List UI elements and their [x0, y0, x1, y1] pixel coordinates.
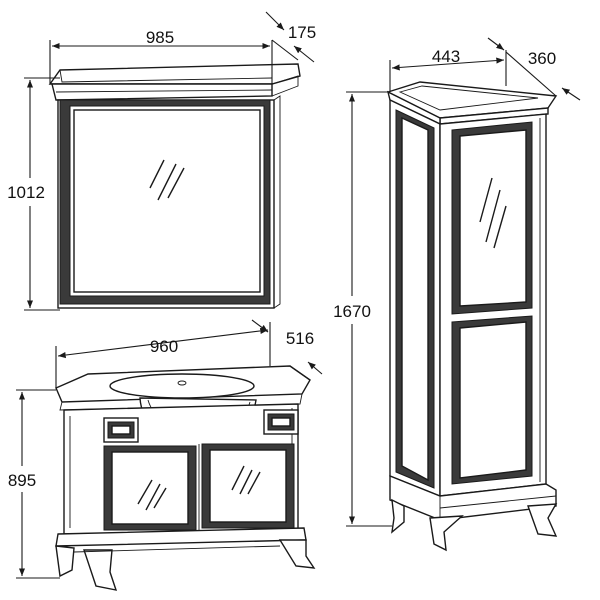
- column-width-label: 443: [432, 47, 460, 66]
- cabinet-height-dimension: 895: [8, 389, 60, 579]
- cabinet-depth-dimension: 516: [251, 319, 323, 381]
- cabinet-height-label: 895: [8, 471, 36, 490]
- mirror-height-label: 1012: [7, 183, 45, 202]
- mirror: 985 175 1012: [7, 11, 316, 311]
- column-width-dimension: 443: [389, 47, 507, 92]
- mirror-depth-dimension: 175: [265, 11, 316, 63]
- column-height-label: 1670: [333, 302, 371, 321]
- mirror-depth-label: 175: [288, 23, 316, 42]
- cabinet-width-dimension: 960: [55, 322, 271, 388]
- mirror-width-label: 985: [146, 28, 174, 47]
- tall-column: 443 360 1670: [333, 37, 581, 552]
- door-glass-right-icon: [231, 465, 261, 495]
- column-glass-icon: [479, 177, 507, 249]
- mirror-reflection-icon: [149, 159, 185, 201]
- vanity-cabinet: 960 516 895: [8, 319, 323, 591]
- mirror-width-dimension: 985: [49, 28, 273, 84]
- cabinet-depth-label: 516: [286, 329, 314, 348]
- mirror-height-dimension: 1012: [7, 77, 60, 311]
- cabinet-width-label: 960: [150, 337, 178, 356]
- column-height-dimension: 1670: [333, 91, 392, 527]
- column-depth-label: 360: [528, 49, 556, 68]
- column-depth-dimension: 360: [487, 37, 581, 101]
- door-glass-left-icon: [137, 479, 167, 511]
